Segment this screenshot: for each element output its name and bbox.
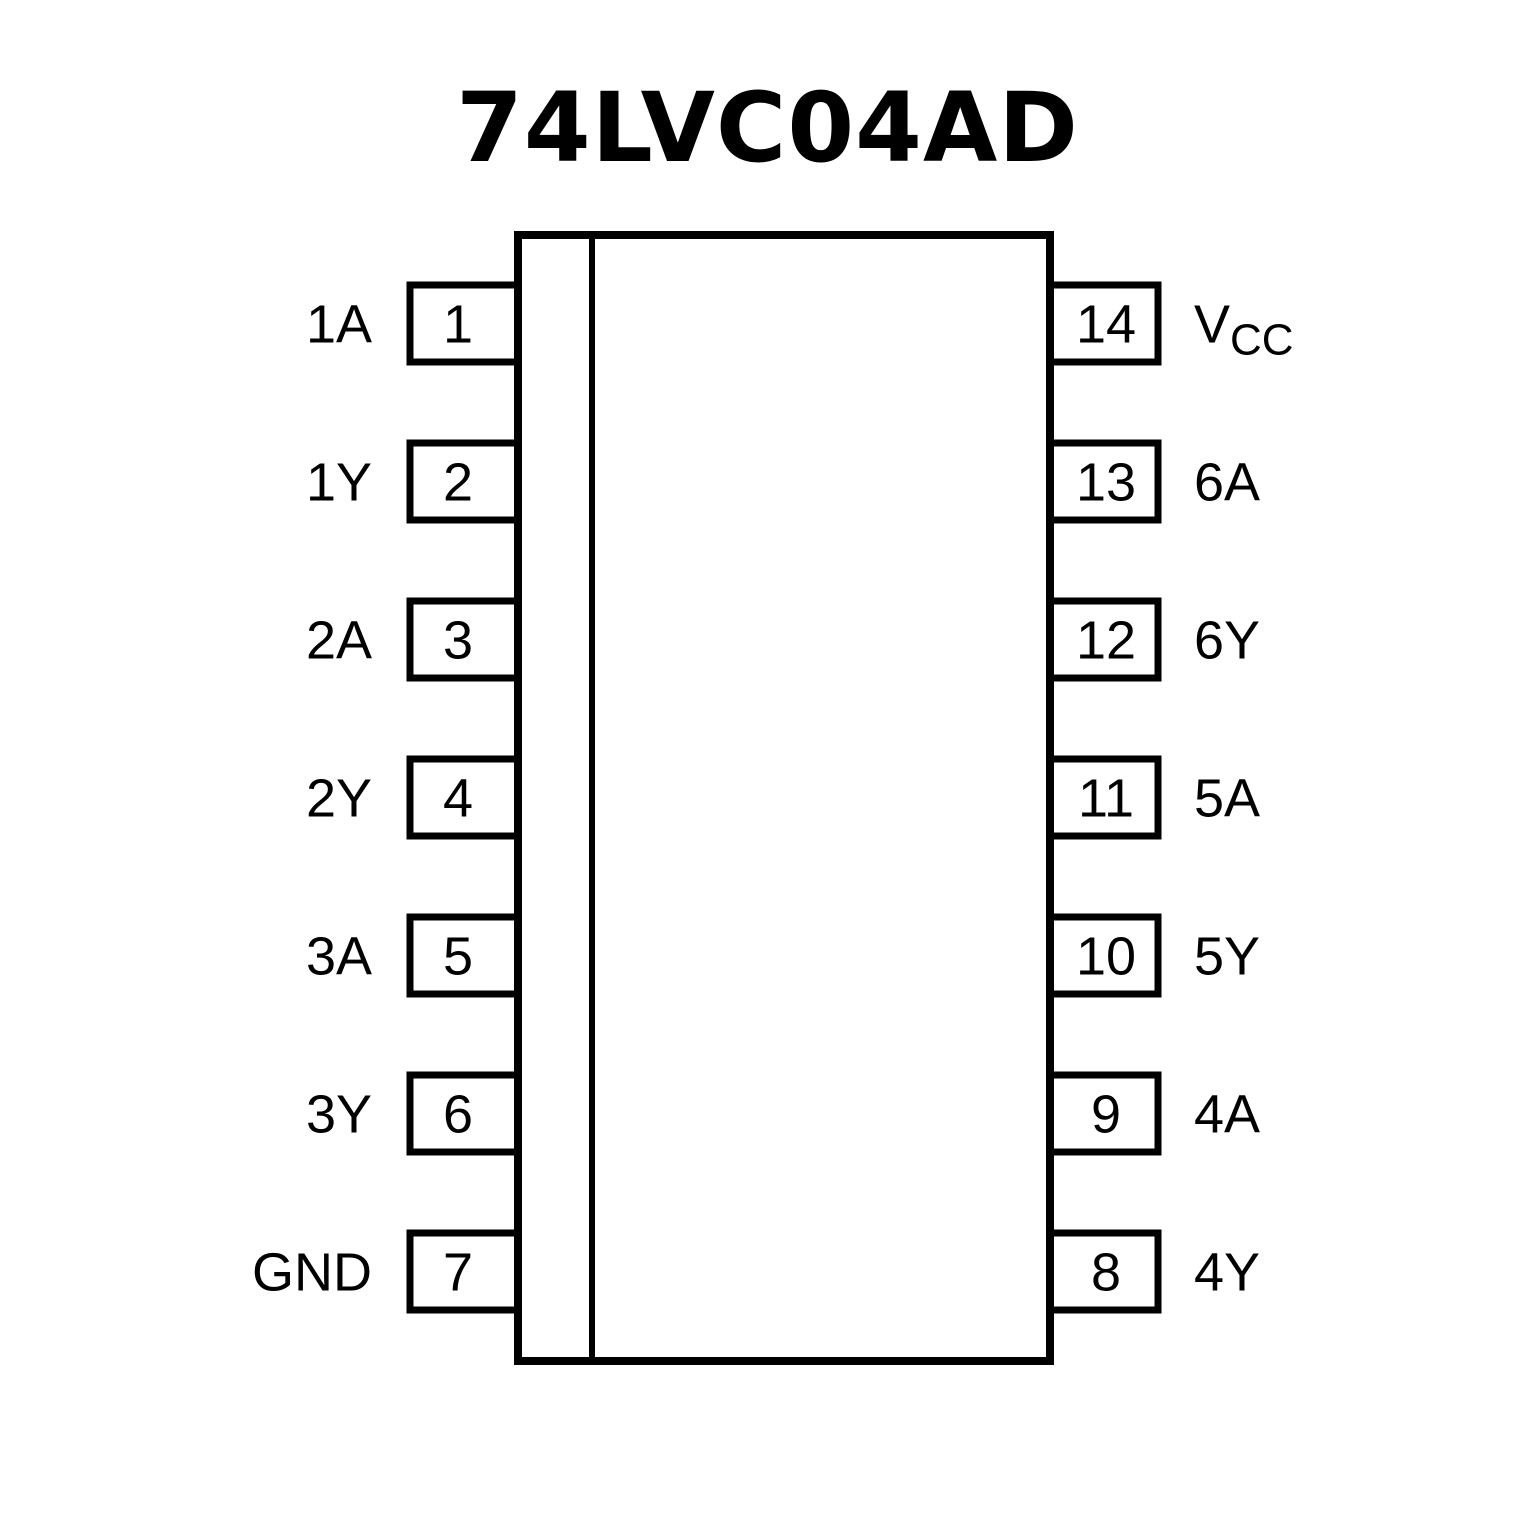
pin-number: 2 bbox=[443, 453, 473, 513]
pin-label-main: 6Y bbox=[1194, 611, 1260, 671]
pin-label: 5Y bbox=[1194, 927, 1260, 987]
pin-8: 8 4Y bbox=[1050, 1229, 1260, 1314]
pin-label-main: 4A bbox=[1194, 1085, 1260, 1145]
ic-body bbox=[514, 231, 1054, 1365]
pin-2: 2 1Y bbox=[306, 439, 518, 524]
pin-label: 4Y bbox=[1194, 1243, 1260, 1303]
pin-label: 2A bbox=[306, 611, 372, 671]
pin-number: 5 bbox=[443, 927, 473, 987]
pin-box bbox=[1050, 1071, 1162, 1156]
pin-box bbox=[1050, 439, 1162, 524]
pin-box bbox=[406, 755, 518, 840]
pin-11: 11 5A bbox=[1050, 755, 1260, 840]
pin-box bbox=[406, 597, 518, 682]
pin-label: 6Y bbox=[1194, 611, 1260, 671]
pin-number: 14 bbox=[1076, 295, 1136, 355]
pin-number: 6 bbox=[443, 1085, 473, 1145]
pin-9: 9 4A bbox=[1050, 1071, 1260, 1156]
pin-4: 4 2Y bbox=[306, 755, 518, 840]
pin-label-subscript: CC bbox=[1230, 316, 1294, 365]
pin-7: 7 GND bbox=[252, 1229, 518, 1314]
pin-box bbox=[406, 913, 518, 998]
pin-label: VCC bbox=[1194, 295, 1294, 365]
pin-5: 5 3A bbox=[306, 913, 518, 998]
pin-label: 5A bbox=[1194, 769, 1260, 829]
pin-number: 3 bbox=[443, 611, 473, 671]
pin-label-main: 6A bbox=[1194, 453, 1260, 513]
pin-13: 13 6A bbox=[1050, 439, 1260, 524]
pin-label: GND bbox=[252, 1243, 372, 1303]
pin-label: 1A bbox=[306, 295, 372, 355]
pin-label-main: V bbox=[1194, 295, 1230, 355]
pin-label: 3Y bbox=[306, 1085, 372, 1145]
pin-label-main: 4Y bbox=[1194, 1243, 1260, 1303]
pin-number: 10 bbox=[1076, 927, 1136, 987]
pin-box bbox=[406, 439, 518, 524]
pin-1: 1 1A bbox=[306, 281, 518, 366]
pin-number: 7 bbox=[443, 1243, 473, 1303]
pin-box bbox=[1050, 597, 1162, 682]
pin-number: 4 bbox=[443, 769, 473, 829]
pin-box bbox=[1050, 281, 1162, 366]
pin-number: 8 bbox=[1091, 1243, 1121, 1303]
pin-number: 11 bbox=[1078, 769, 1134, 829]
pin-3: 3 2A bbox=[306, 597, 518, 682]
pin-number: 1 bbox=[443, 295, 473, 355]
pin-label: 2Y bbox=[306, 769, 372, 829]
pin-box bbox=[1050, 1229, 1162, 1314]
pin-number: 9 bbox=[1091, 1085, 1121, 1145]
pin-12: 12 6Y bbox=[1050, 597, 1260, 682]
pin-label-main: 5Y bbox=[1194, 927, 1260, 987]
pin-number: 13 bbox=[1076, 453, 1136, 513]
pin-6: 6 3Y bbox=[306, 1071, 518, 1156]
pin-label: 1Y bbox=[306, 453, 372, 513]
pin-10: 10 5Y bbox=[1050, 913, 1260, 998]
pin-number: 12 bbox=[1076, 611, 1136, 671]
pin-label-main: 5A bbox=[1194, 769, 1260, 829]
pin-box bbox=[406, 281, 518, 366]
pin-box bbox=[1050, 755, 1162, 840]
pin-box bbox=[406, 1071, 518, 1156]
chip-title: 74LVC04AD bbox=[456, 72, 1079, 184]
pin-box bbox=[1050, 913, 1162, 998]
pin-label: 3A bbox=[306, 927, 372, 987]
pin-label: 6A bbox=[1194, 453, 1260, 513]
pin-14: 14 VCC bbox=[1050, 281, 1294, 366]
pin-box bbox=[406, 1229, 518, 1314]
pin-label: 4A bbox=[1194, 1085, 1260, 1145]
